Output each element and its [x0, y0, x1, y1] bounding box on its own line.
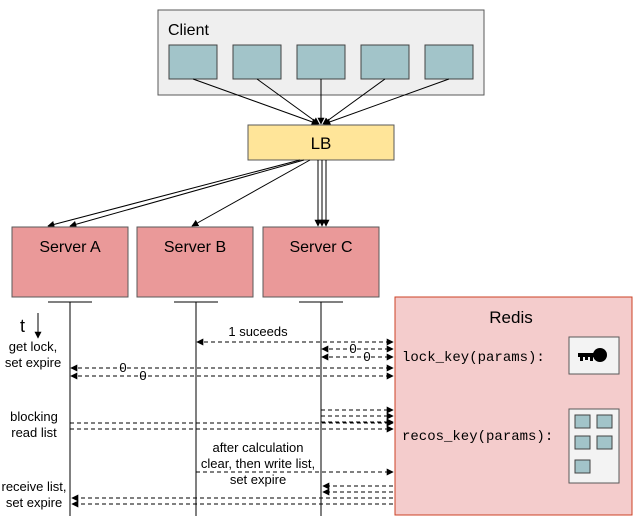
recos-item — [596, 414, 613, 429]
blocking-line-1: blocking — [10, 409, 58, 424]
key-icon-shaft — [578, 353, 596, 357]
time-axis: t — [20, 313, 42, 339]
message-arrows — [70, 338, 394, 508]
lifelines — [48, 301, 343, 516]
receive-line-1: receive list, — [1, 479, 66, 494]
lb-to-server-arrows — [47, 159, 330, 228]
server-a-label: Server A — [39, 239, 101, 256]
client-lb-arrow — [256, 78, 320, 125]
lb-box — [247, 124, 395, 161]
redis-group: Redis lock_key(params): recos_key(params… — [394, 296, 633, 516]
key-icon-head — [593, 348, 607, 362]
after-calc-line-3: set expire — [230, 472, 286, 487]
lb-label: LB — [311, 134, 332, 153]
step-labels: get lock, set expire blocking read list … — [1, 324, 370, 510]
server-a-box — [11, 226, 129, 298]
client-instance — [424, 44, 474, 80]
recos-item — [574, 414, 591, 429]
key-icon — [578, 348, 607, 362]
succeeds-label: 1 suceeds — [228, 324, 288, 339]
client-instance — [168, 44, 218, 80]
key-icon-tooth — [590, 356, 593, 361]
key-icon-tooth — [580, 356, 583, 361]
servers: Server A Server B Server C — [11, 226, 380, 298]
server-c-label: Server C — [289, 239, 352, 256]
client-group: Client — [157, 9, 485, 96]
load-balancer: LB — [247, 124, 395, 161]
after-calc-line-1: after calculation — [212, 440, 303, 455]
server-c-box — [262, 226, 380, 298]
client-lb-arrow — [322, 78, 386, 125]
client-title: Client — [168, 22, 209, 39]
lock-key-label: lock_key(params): — [402, 350, 545, 366]
client-to-lb-arrows — [192, 78, 450, 126]
key-icon-tooth — [585, 356, 588, 360]
redis-title: Redis — [489, 308, 532, 327]
client-instance — [360, 44, 410, 80]
lb-server-a-arrow — [47, 159, 301, 228]
recos-key-label: recos_key(params): — [402, 429, 553, 445]
server-b-box — [136, 226, 254, 298]
blocking-line-2: read list — [11, 425, 57, 440]
list-grid-icon — [574, 414, 613, 474]
client-instance — [296, 44, 346, 80]
recos-item — [574, 459, 591, 474]
recos-item — [596, 435, 613, 450]
get-lock-line-1: get lock, — [9, 339, 57, 354]
receive-line-2: set expire — [6, 495, 62, 510]
time-axis-label: t — [20, 316, 25, 336]
get-lock-line-2: set expire — [5, 355, 61, 370]
lb-server-a-arrow — [69, 159, 305, 228]
client-lb-arrow — [323, 78, 450, 126]
lb-server-b-arrow — [191, 159, 311, 227]
recos-item — [574, 435, 591, 450]
after-calc-line-2: clear, then write list, — [201, 456, 315, 471]
client-instance — [232, 44, 282, 80]
client-lb-arrow — [192, 78, 319, 126]
server-b-label: Server B — [164, 239, 226, 256]
